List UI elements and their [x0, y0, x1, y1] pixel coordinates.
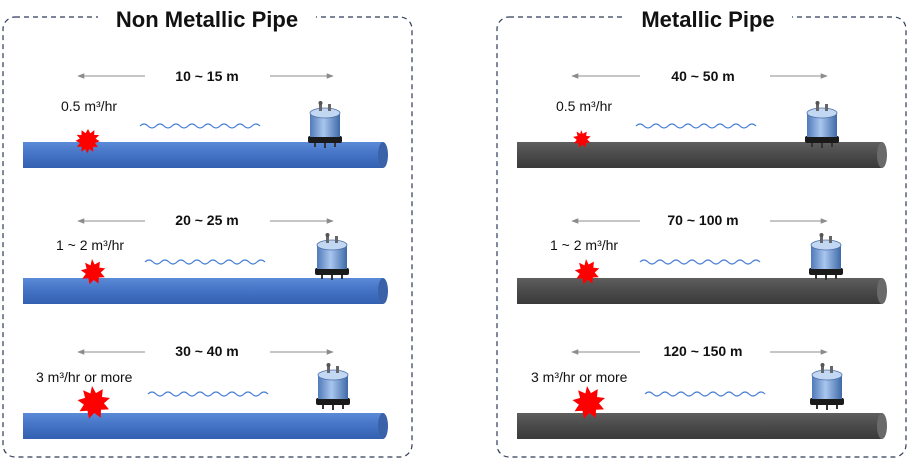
- pipe: [23, 413, 388, 439]
- acoustic-sensor-icon: [316, 363, 350, 410]
- sound-wave-icon: [639, 259, 761, 265]
- leak-burst-icon: [573, 130, 591, 148]
- sound-wave-icon: [139, 123, 261, 129]
- scenario-row: 30 ~ 40 m 3 m³/hr or more: [23, 343, 388, 439]
- leak-rate-label: 1 ~ 2 m³/hr: [550, 237, 618, 253]
- leak-burst-icon: [77, 386, 110, 419]
- panel-title-backdrop: [98, 5, 316, 33]
- distance-label: 30 ~ 40 m: [175, 343, 238, 359]
- scenario-row: 10 ~ 15 m 0.5 m³/hr: [23, 68, 388, 168]
- leak-burst-icon: [574, 259, 600, 285]
- sound-wave-icon: [635, 123, 757, 129]
- scenario-row: 120 ~ 150 m 3 m³/hr or more: [517, 343, 887, 439]
- acoustic-sensor-icon: [809, 233, 843, 280]
- leak-rate-label: 0.5 m³/hr: [61, 98, 117, 114]
- distance-label: 40 ~ 50 m: [671, 68, 734, 84]
- sound-wave-icon: [147, 391, 269, 397]
- leak-rate-label: 0.5 m³/hr: [556, 98, 612, 114]
- panel-title: Metallic Pipe: [641, 7, 774, 32]
- panel-title: Non Metallic Pipe: [116, 7, 298, 32]
- leak-burst-icon: [572, 386, 605, 419]
- acoustic-sensor-icon: [315, 233, 349, 280]
- distance-label: 10 ~ 15 m: [175, 68, 238, 84]
- distance-label: 20 ~ 25 m: [175, 212, 238, 228]
- distance-label: 120 ~ 150 m: [663, 343, 742, 359]
- panel-metallic: Metallic Pipe 40 ~ 50 m 0.5 m³/hr: [496, 5, 907, 458]
- leak-rate-label: 3 m³/hr or more: [531, 369, 628, 385]
- distance-label: 70 ~ 100 m: [667, 212, 738, 228]
- scenario-row: 40 ~ 50 m 0.5 m³/hr: [517, 68, 887, 168]
- leak-rate-label: 1 ~ 2 m³/hr: [56, 237, 124, 253]
- panel-title-backdrop: [624, 5, 792, 33]
- acoustic-sensor-icon: [308, 101, 342, 148]
- acoustic-sensor-icon: [810, 363, 844, 410]
- sound-wave-icon: [144, 259, 266, 265]
- pipe: [23, 278, 388, 304]
- pipe: [517, 278, 887, 304]
- scenario-row: 20 ~ 25 m 1 ~ 2 m³/hr: [23, 212, 388, 304]
- panel-non-metallic: Non Metallic Pipe 10 ~ 15 m 0.5 m³/hr: [2, 5, 413, 458]
- leak-burst-icon: [80, 259, 106, 285]
- sound-wave-icon: [644, 391, 766, 397]
- acoustic-sensor-icon: [805, 101, 839, 148]
- leak-rate-label: 3 m³/hr or more: [36, 369, 133, 385]
- leak-burst-icon: [75, 129, 100, 154]
- scenario-row: 70 ~ 100 m 1 ~ 2 m³/hr: [517, 212, 887, 304]
- pipe: [517, 413, 887, 439]
